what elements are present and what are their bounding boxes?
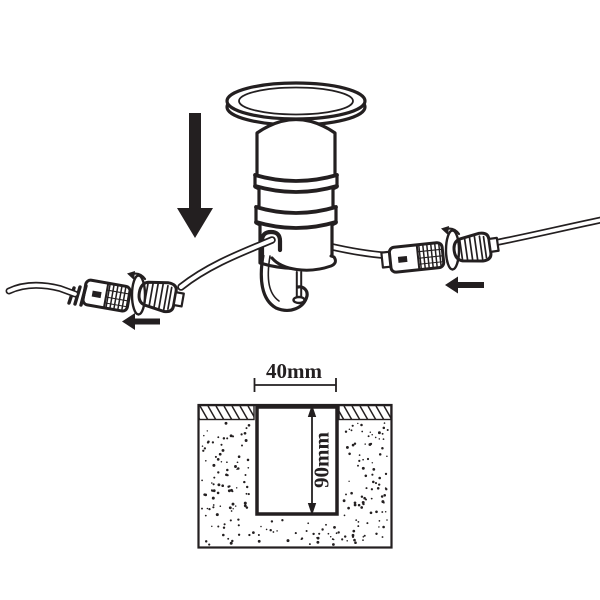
rotate-connector-left-icon <box>127 271 147 316</box>
width-dimension <box>253 378 337 392</box>
push-connector-right-icon <box>445 276 484 294</box>
left-cable-from-fixture <box>177 236 276 291</box>
soil-stipple <box>201 421 389 546</box>
right-cable-connector-assembly <box>380 216 600 294</box>
fixture-ring-seams <box>253 173 339 230</box>
fixture-installation-diagram <box>5 81 600 330</box>
left-cable-connector-assembly <box>5 236 276 330</box>
spike-pin <box>292 271 306 305</box>
left-coupling-nut <box>137 280 185 314</box>
install-down-arrow-icon <box>177 113 213 238</box>
right-coupling-nut <box>452 231 500 263</box>
flange-inner-rim <box>238 86 354 116</box>
surface-hatch-left <box>198 404 255 421</box>
ground-light-fixture <box>225 81 367 312</box>
push-connector-left-icon <box>122 313 160 330</box>
right-plug-connector <box>380 241 446 274</box>
mounting-spike <box>259 248 337 312</box>
left-plug-connector <box>81 278 132 313</box>
width-dimension-label: 40mm <box>266 359 322 383</box>
rotate-connector-right-icon <box>441 226 461 271</box>
surface-hatch-right <box>338 404 392 421</box>
depth-dimension-label: 90mm <box>310 432 334 488</box>
right-cable-tail <box>490 216 600 247</box>
hole-outline <box>255 405 339 516</box>
excavation-diagram: 40mm 90mm <box>197 359 393 549</box>
depth-dimension <box>307 404 317 516</box>
left-cable-tail <box>5 281 79 298</box>
